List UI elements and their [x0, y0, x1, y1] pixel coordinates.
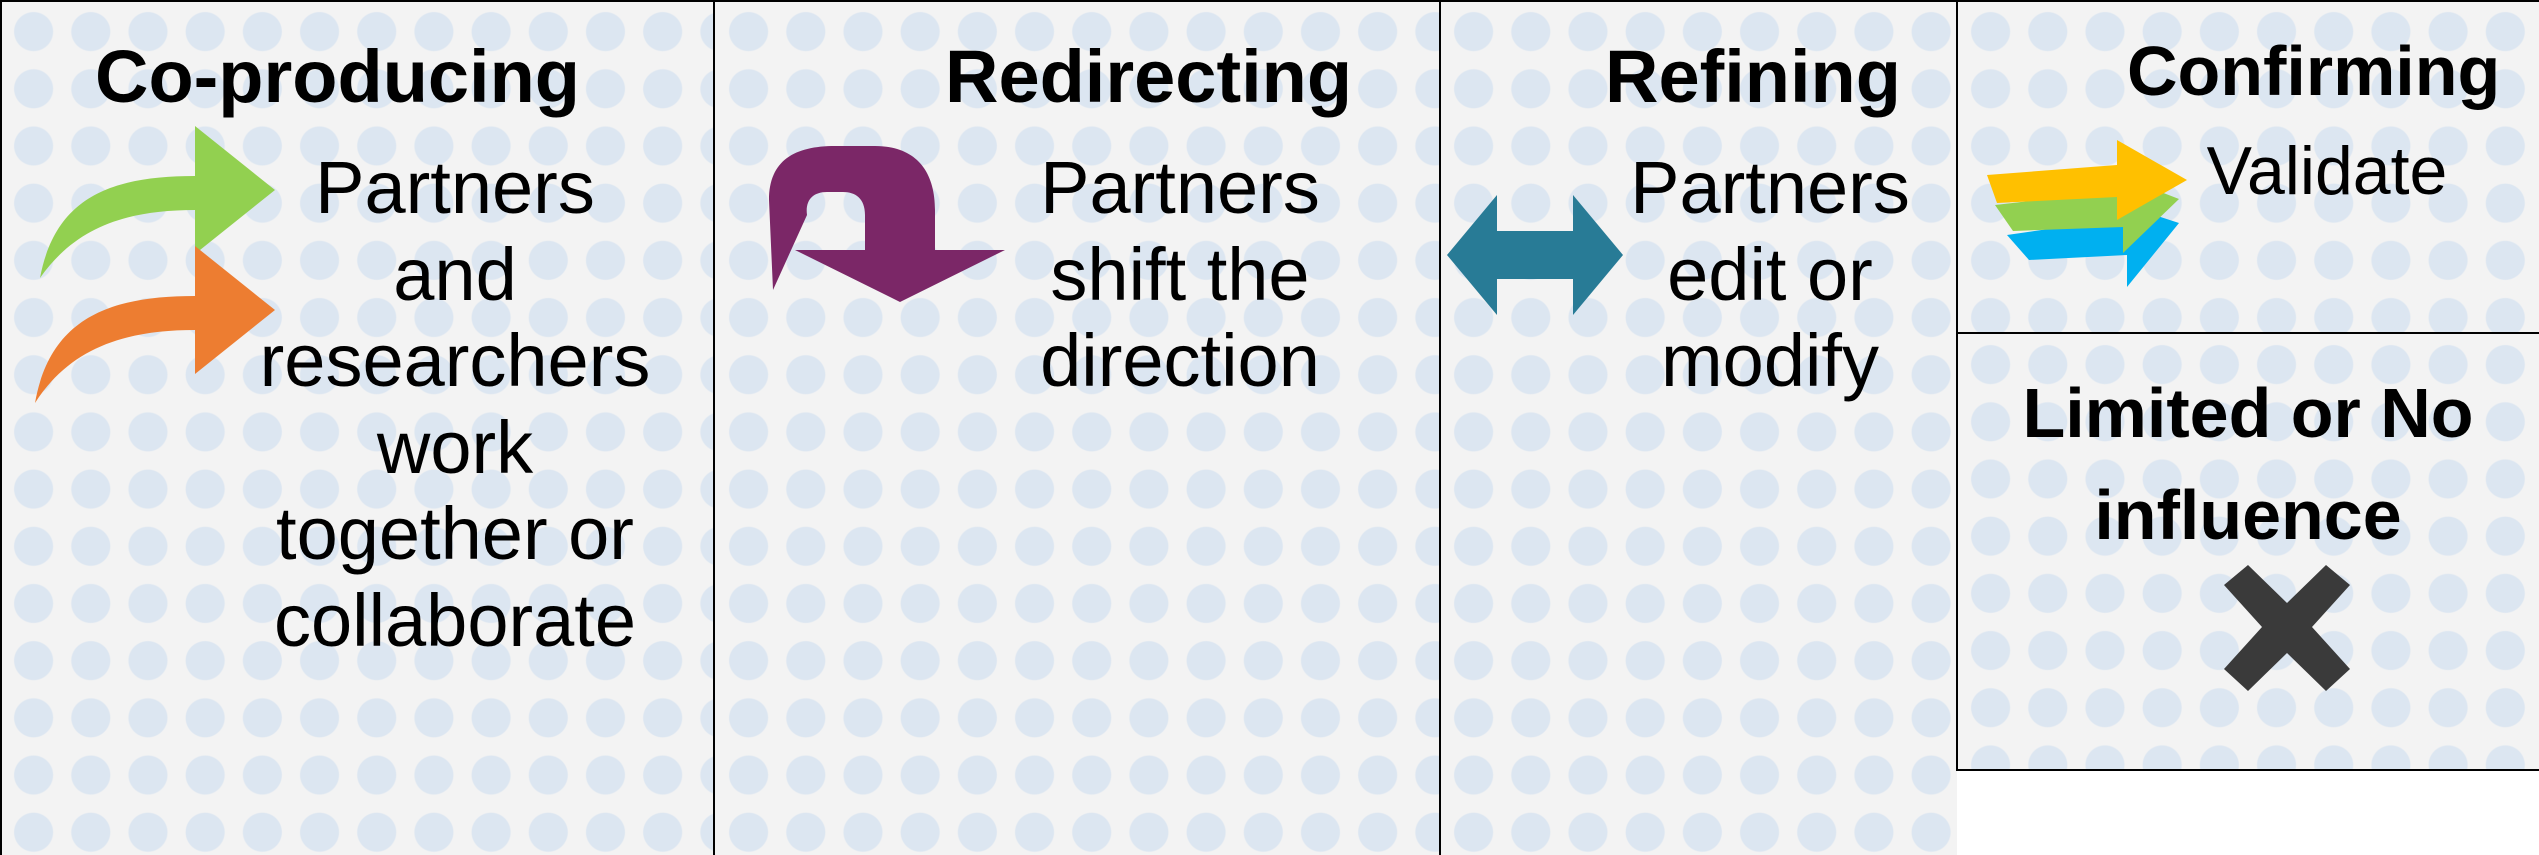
- stacked-arrows-icon: [1987, 140, 2187, 287]
- panel-title-limited: Limited or No influence: [1957, 363, 2539, 566]
- x-mark-icon: [2224, 565, 2350, 691]
- title-line: influence: [2094, 475, 2402, 554]
- panel-title-confirming: Confirming: [2127, 32, 2501, 110]
- body-line: together or: [276, 492, 634, 576]
- body-line: Partners: [1040, 146, 1320, 229]
- body-line: Partners: [1630, 146, 1910, 229]
- body-line: Validate: [2206, 133, 2448, 209]
- body-line: modify: [1661, 319, 1879, 403]
- panel-coproducing: Co-producing Partners and researchers wo…: [0, 0, 715, 855]
- divider-line: [1956, 332, 2539, 334]
- body-line: work: [376, 405, 534, 489]
- divider-line: [0, 0, 2, 855]
- panel-body-redirecting: Partners shift the direction: [955, 145, 1405, 405]
- panel-redirecting: Redirecting Partners shift the direction: [715, 0, 1440, 855]
- curved-arrows-icon: [35, 126, 275, 403]
- panel-limited: Limited or No influence: [1957, 333, 2539, 770]
- divider-line: [1439, 0, 1441, 855]
- body-line: edit or: [1667, 232, 1873, 316]
- panel-title-refining: Refining: [1605, 35, 1901, 118]
- panel-body-confirming: Validate: [2177, 132, 2477, 212]
- divider-line: [1956, 0, 1958, 770]
- panel-title-coproducing: Co-producing: [95, 35, 581, 118]
- title-line: Limited or No: [2022, 374, 2474, 452]
- panel-body-refining: Partners edit or modify: [1590, 145, 1950, 405]
- panel-refining: Refining Partners edit or modify: [1440, 0, 1957, 855]
- panel-confirming: Confirming Validate: [1957, 0, 2539, 333]
- divider-line: [713, 0, 715, 855]
- body-line: researchers: [259, 319, 651, 403]
- panel-body-coproducing: Partners and researchers work together o…: [215, 145, 695, 664]
- body-line: direction: [1040, 319, 1320, 403]
- divider-line: [1956, 769, 2539, 771]
- panel-title-redirecting: Redirecting: [945, 35, 1353, 118]
- divider-line: [0, 0, 2539, 2]
- body-line: collaborate: [273, 578, 636, 662]
- u-turn-arrow-icon: [769, 146, 1005, 302]
- double-arrow-icon: [1447, 195, 1623, 315]
- body-line: shift the: [1050, 232, 1310, 316]
- body-line: and: [393, 232, 517, 316]
- body-line: Partners: [315, 146, 595, 229]
